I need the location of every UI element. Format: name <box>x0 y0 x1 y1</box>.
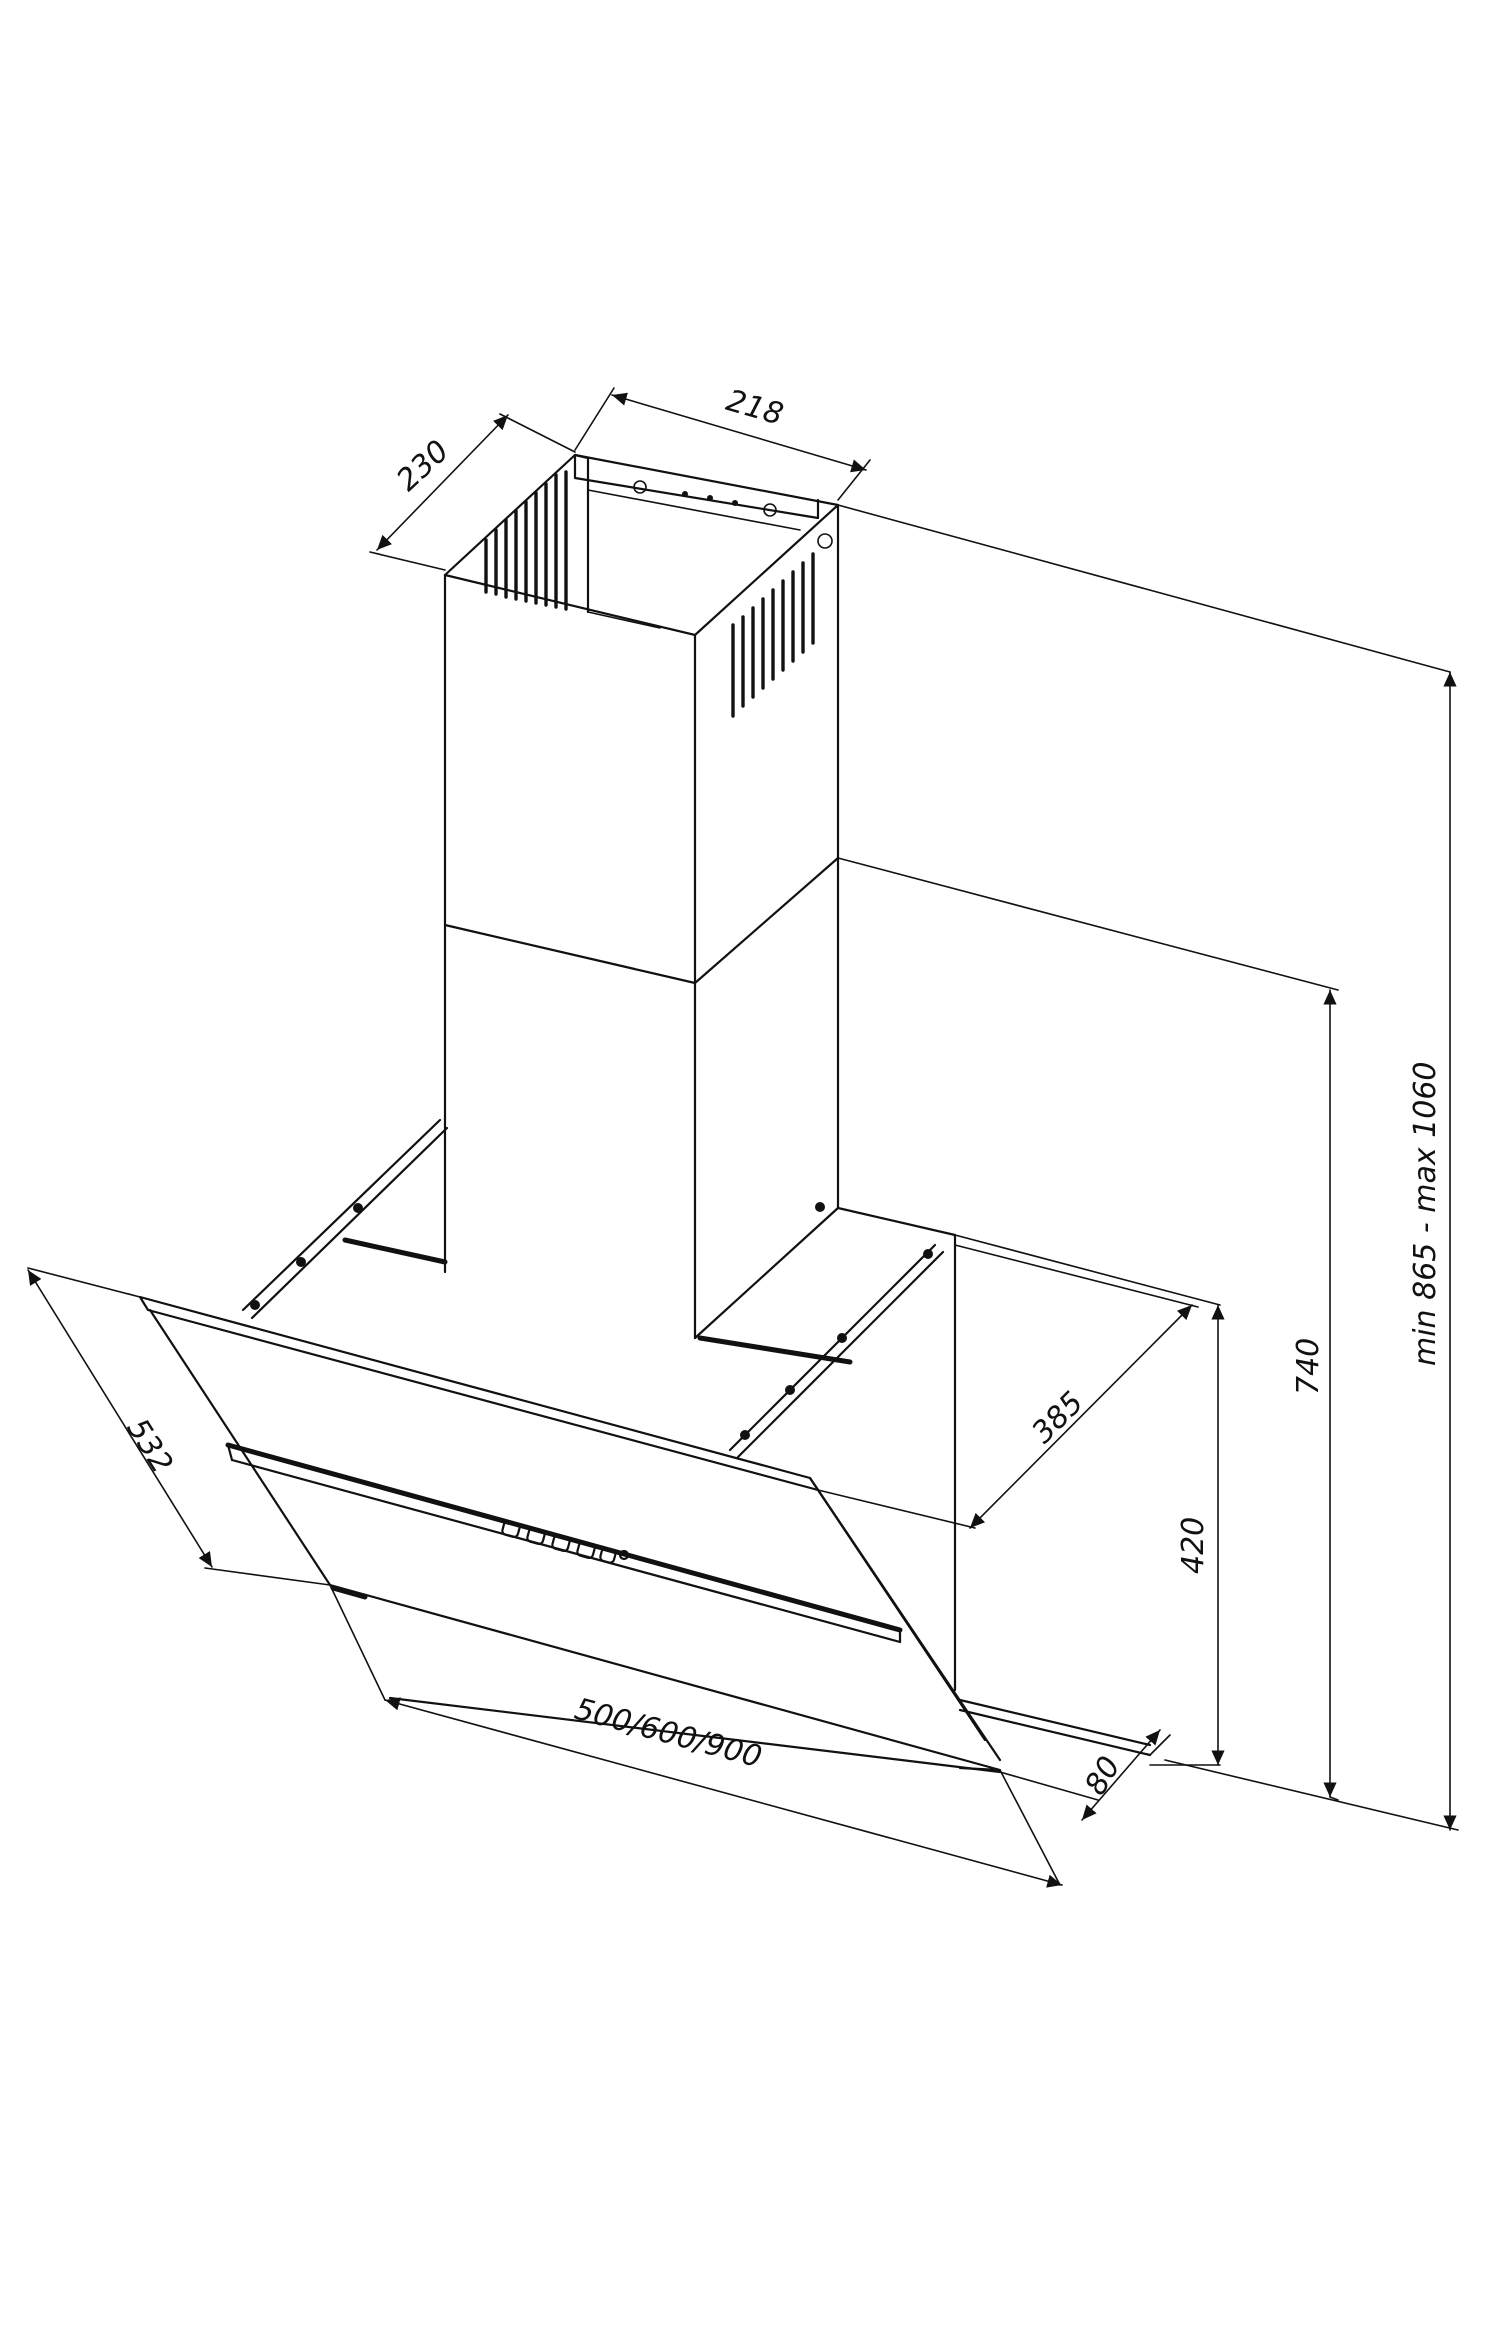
chimney <box>443 453 840 1340</box>
vent-right <box>731 552 815 718</box>
vent-left <box>484 470 568 611</box>
dim-height-740: 740 <box>837 857 1339 1801</box>
dim-532-label: 532 <box>119 1413 179 1480</box>
dim-420-label: 420 <box>1176 1517 1211 1574</box>
dim-385-label: 385 <box>1025 1385 1090 1450</box>
dim-body-depth: 385 <box>817 1244 1199 1529</box>
dim-width: 500/600/900 <box>329 1584 1063 1888</box>
hood-body <box>138 1118 1152 1774</box>
dim-740-label: 740 <box>1291 1338 1326 1395</box>
dim-glass-depth: 532 <box>27 1267 331 1586</box>
dim-height-420: 420 <box>954 1234 1225 1766</box>
dim-total-height-label: min 865 - max 1060 <box>1408 1061 1443 1366</box>
dim-chimney-depth: 230 <box>369 413 576 571</box>
dim-218-label: 218 <box>722 383 787 432</box>
dim-80-label: 80 <box>1078 1751 1127 1802</box>
dim-total-height: min 865 - max 1060 <box>837 504 1459 1831</box>
dim-230-label: 230 <box>390 434 456 499</box>
dim-width-label: 500/600/900 <box>571 1692 766 1776</box>
